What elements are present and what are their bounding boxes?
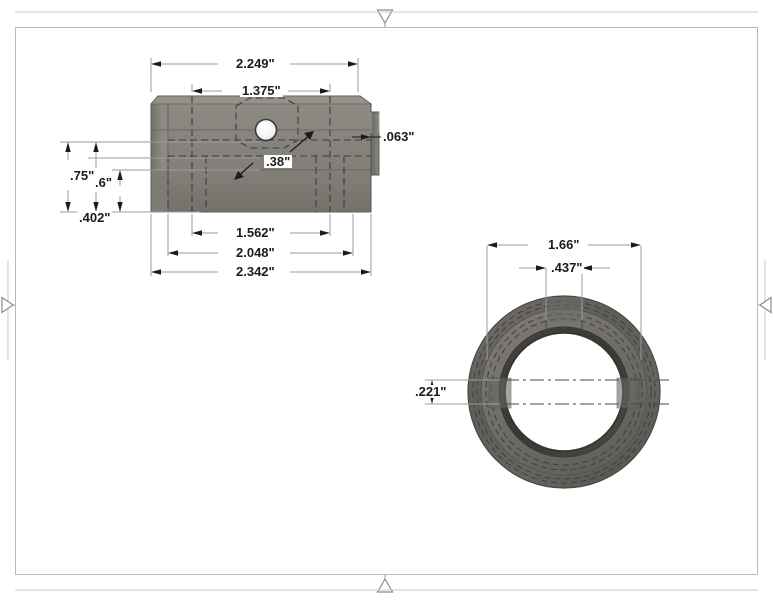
end-view-ring — [467, 295, 661, 489]
dimension-label-38: .38" — [264, 154, 293, 169]
front-view-hole — [254, 118, 278, 142]
view-marker-bottom — [15, 575, 758, 593]
dim-arrowheads-38 — [234, 131, 314, 180]
dimension-label-2048: 2.048" — [234, 245, 277, 260]
dim-arrowheads-2249 — [151, 61, 358, 94]
dimension-label-6: .6" — [93, 175, 115, 190]
dimension-label-166: 1.66" — [546, 237, 582, 252]
dim-arrowheads-bottom — [151, 230, 371, 275]
end-view-keyways — [488, 377, 640, 409]
drawing-frame-border — [15, 27, 758, 575]
dimension-label-1375: 1.375" — [240, 83, 283, 98]
view-marker-left — [1, 260, 15, 360]
dimension-label-1562: 1.562" — [234, 225, 277, 240]
dimension-label-402: .402" — [77, 210, 113, 225]
view-marker-right — [758, 260, 772, 360]
dimension-label-75: .75" — [68, 168, 97, 183]
dimension-label-221: .221" — [413, 384, 449, 399]
dimension-label-063: .063" — [381, 129, 417, 144]
dimension-label-437: .437" — [549, 260, 585, 275]
dimension-label-2342: 2.342" — [234, 264, 277, 279]
view-marker-top — [15, 9, 758, 27]
dim-arrowheads-left — [65, 142, 123, 212]
dimension-label-2249: 2.249" — [234, 56, 277, 71]
